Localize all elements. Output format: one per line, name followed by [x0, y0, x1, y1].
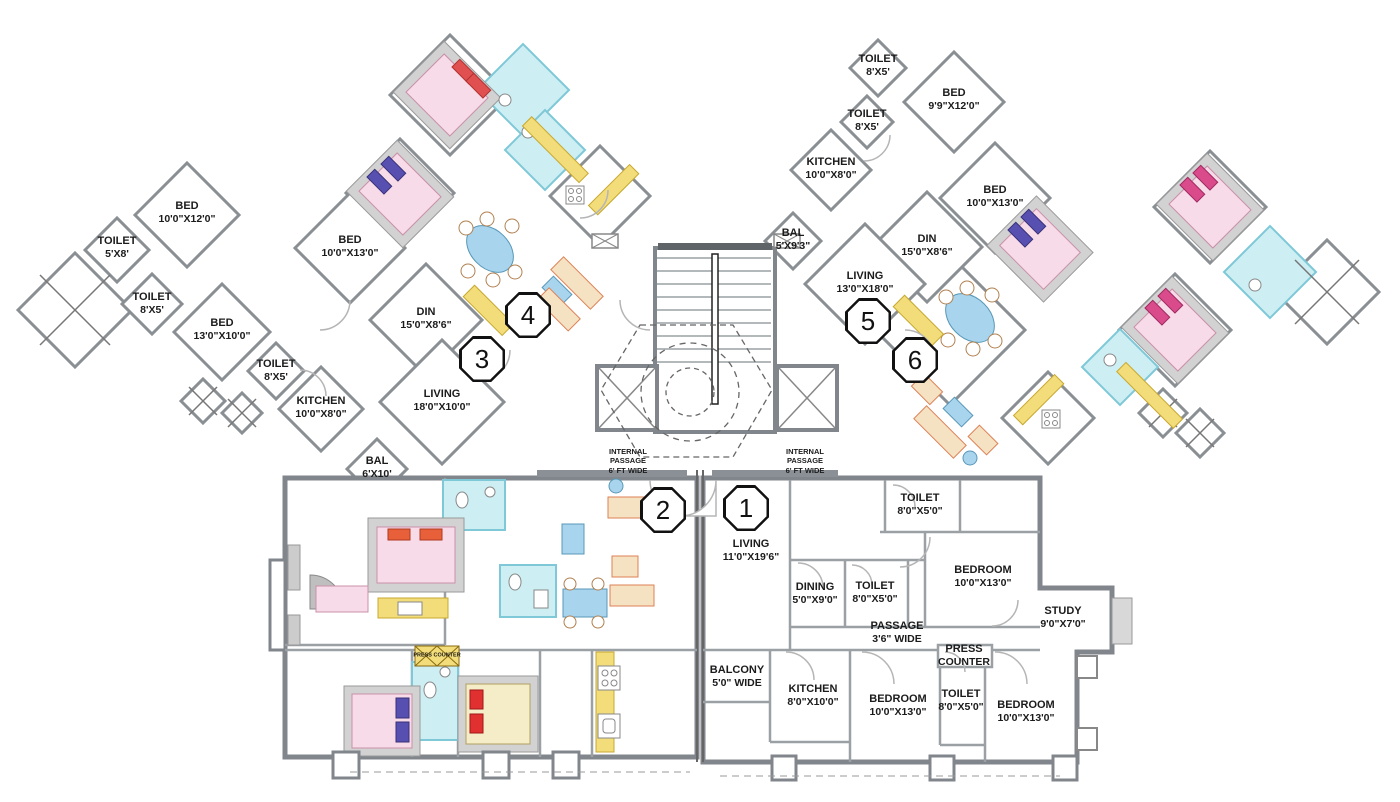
right-wing-walls — [762, 37, 1382, 467]
unit1-interior-walls — [703, 480, 1040, 762]
unit2-furniture — [315, 478, 655, 757]
label-press-counter-2: PRESS COUNTER — [413, 652, 461, 659]
right-wing-furniture — [892, 152, 1265, 466]
left-wing-furniture — [345, 40, 640, 337]
central-core — [591, 233, 839, 458]
unit2-interior — [285, 478, 697, 757]
right-wing-toilets-tiled — [1080, 224, 1318, 407]
unit-marker-5: 5 — [845, 298, 891, 344]
balcony-posts-railings — [331, 597, 1133, 782]
unit-marker-3: 3 — [459, 336, 505, 382]
unit-marker-6: 6 — [892, 337, 938, 383]
unit-marker-4: 4 — [505, 292, 551, 338]
terrace-x-marks — [39, 274, 257, 428]
unit-marker-1: 1 — [723, 485, 769, 531]
unit-marker-2: 2 — [640, 487, 686, 533]
